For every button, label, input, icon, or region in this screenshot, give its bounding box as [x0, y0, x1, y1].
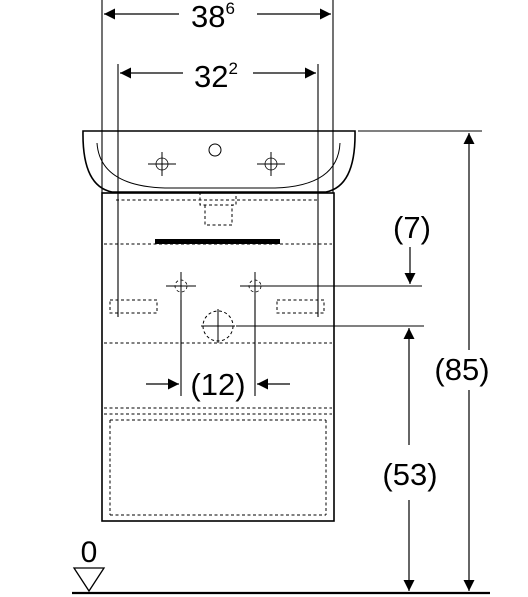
washbasin	[82, 130, 356, 226]
lower-height-dimension: (53)	[236, 325, 438, 591]
spacing-label: (12)	[190, 367, 245, 402]
drain-icon	[201, 309, 235, 343]
total-height-dimension: (85)	[358, 130, 490, 591]
spacing-dimension: (12)	[146, 300, 290, 402]
total-height-label: (85)	[434, 352, 489, 387]
inner-width-fraction: 2	[228, 59, 237, 78]
vanity-unit	[101, 192, 335, 522]
overall-width-value: 38	[191, 0, 225, 34]
tap-hole-right-icon	[257, 152, 285, 176]
svg-text:386: 386	[191, 0, 235, 34]
offset-top-dimension: (7)	[264, 210, 431, 287]
overflow-hole-icon	[208, 143, 222, 157]
offset-top-label: (7)	[393, 210, 431, 245]
inner-width-value: 32	[194, 59, 228, 94]
floor-level-label: 0	[81, 536, 98, 569]
floor-level-icon	[72, 567, 106, 593]
overall-width-fraction: 6	[225, 0, 234, 18]
inner-width-dimension: 322	[117, 59, 319, 317]
lower-height-label: (53)	[382, 457, 437, 492]
svg-text:322: 322	[194, 59, 238, 94]
tap-hole-left-icon	[148, 152, 176, 176]
supply-left-icon	[166, 272, 196, 300]
handle	[155, 239, 280, 244]
overall-width-dimension: 386	[101, 0, 334, 193]
